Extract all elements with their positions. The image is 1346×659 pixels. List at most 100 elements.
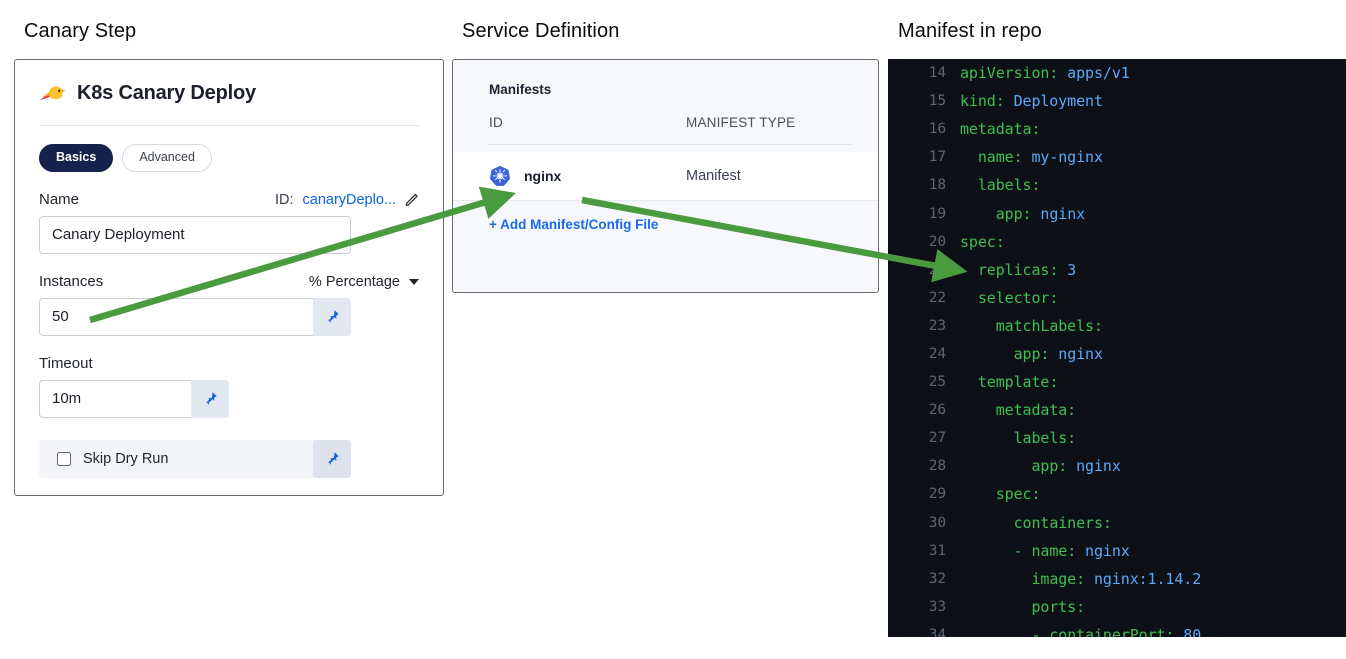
code-text: labels: [1013,429,1077,448]
service-definition-card: Manifests ID MANIFEST TYPE [452,59,879,293]
line-number: 25 [928,374,946,391]
code-line: 34 - containerPort: 80 [888,621,1346,637]
code-text: spec: [960,232,1005,251]
timeout-pin-button[interactable] [191,379,229,418]
line-number: 30 [928,514,946,531]
line-number: 28 [928,458,946,475]
step-id-group[interactable]: ID: canaryDeplo... [275,192,419,208]
manifest-id-cell: nginx [489,165,561,187]
line-number: 31 [928,542,946,559]
name-field-header: Name ID: canaryDeplo... [39,190,419,210]
id-prefix-label: ID: [274,191,294,208]
line-number: 32 [928,570,946,587]
code-text: selector: [977,288,1059,307]
code-text: ports: [1031,597,1086,616]
tab-basics[interactable]: Basics [39,144,114,172]
code-line: 23 matchLabels: [888,312,1346,340]
timeout-input[interactable]: 10m [39,379,191,418]
column-header-id: ID [489,115,503,130]
line-number: 34 [928,626,946,637]
instances-input[interactable]: 50 [39,297,313,336]
name-input-wrap: Canary Deployment [39,215,419,254]
line-number: 15 [928,93,946,110]
card-title: K8s Canary Deploy [77,82,256,104]
code-line: 15 kind: Deployment [888,87,1346,115]
line-number: 22 [928,289,946,306]
line-number: 24 [928,345,946,362]
kubernetes-icon [490,165,510,186]
line-number: 27 [928,430,946,447]
skip-dry-run-row: Skip Dry Run [39,439,351,478]
add-manifest-link[interactable]: + Add Manifest/Config File [489,217,659,232]
code-line: 29 spec: [888,480,1346,508]
code-text: name: my-nginx [977,148,1103,167]
code-text: kind: Deployment [960,92,1103,111]
tab-advanced[interactable]: Advanced [122,144,212,172]
manifest-name: nginx [524,168,562,184]
canary-step-card: K8s Canary Deploy Basics Advanced Name I… [14,59,444,496]
code-line: 18 labels: [888,171,1346,199]
code-line: 28 app: nginx [888,452,1346,480]
manifest-type: Manifest [686,168,741,184]
manifests-section: Manifests ID MANIFEST TYPE [453,60,878,232]
skip-dry-run-inner[interactable]: Skip Dry Run [39,451,313,467]
caption-service-definition: Service Definition [462,20,620,42]
code-line: 21 replicas: 3 [888,256,1346,284]
code-text: app: nginx [995,204,1086,223]
code-text: metadata: [995,401,1077,420]
instances-field-block: Instances % Percentage 50 [15,272,443,336]
timeout-field-block: Timeout 10m [15,354,443,418]
code-line: 27 labels: [888,424,1346,452]
code-text: - containerPort: 80 [1031,625,1202,637]
pushpin-icon [327,452,339,465]
code-line: 31 - name: nginx [888,537,1346,565]
code-line: 30 containers: [888,509,1346,537]
skip-dry-run-label: Skip Dry Run [83,450,169,467]
table-row[interactable]: nginx Manifest [453,152,878,201]
tab-group: Basics Advanced [15,126,443,172]
manifests-title: Manifests [489,82,552,97]
name-input[interactable]: Canary Deployment [39,215,351,254]
skip-dry-run-checkbox[interactable] [57,451,71,466]
percentage-dropdown[interactable]: % Percentage [309,274,419,290]
id-value[interactable]: canaryDeplo... [302,191,397,208]
name-field-block: Name ID: canaryDeplo... Canary Deploymen… [15,190,443,254]
line-number: 14 [928,65,946,82]
line-number: 33 [928,598,946,615]
code-line: 33 ports: [888,593,1346,621]
instances-field-header: Instances % Percentage [39,272,419,292]
code-text: spec: [995,485,1041,504]
code-text: metadata: [960,120,1041,139]
canary-bird-icon [39,85,66,100]
caption-canary-step: Canary Step [24,20,137,42]
timeout-field-header: Timeout [39,354,419,374]
instances-label: Instances [39,273,104,290]
line-number: 21 [928,261,946,278]
code-line: 26 metadata: [888,396,1346,424]
manifests-table-header: ID MANIFEST TYPE [489,115,852,145]
percentage-dropdown-label: % Percentage [308,273,400,290]
code-text: app: nginx [1013,344,1103,363]
skip-dry-run-pin-button[interactable] [313,439,351,478]
line-number: 29 [928,486,946,503]
code-line: 22 selector: [888,284,1346,312]
header-divider [39,125,419,126]
card-header: K8s Canary Deploy [15,60,443,105]
caption-manifest-in-repo: Manifest in repo [898,20,1042,42]
code-text: labels: [977,176,1041,195]
line-number: 26 [928,402,946,419]
code-line: 19 app: nginx [888,199,1346,227]
code-line: 32 image: nginx:1.14.2 [888,565,1346,593]
name-label: Name [39,191,80,208]
chevron-down-icon [409,278,419,285]
line-number: 19 [928,205,946,222]
pencil-icon[interactable] [405,193,419,207]
code-text: matchLabels: [995,316,1103,335]
code-text: - name: nginx [1013,541,1130,560]
instances-pin-button[interactable] [313,297,351,336]
